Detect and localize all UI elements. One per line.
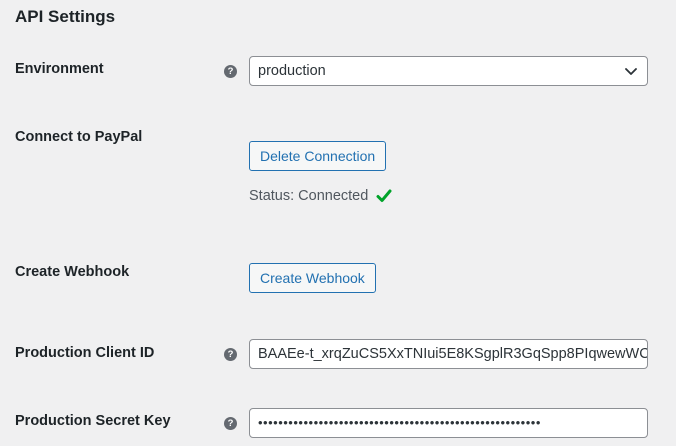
secret-key-label: Production Secret Key [15,413,171,429]
create-webhook-label: Create Webhook [15,264,130,280]
client-id-label: Production Client ID [15,345,155,361]
connect-paypal-label: Connect to PayPal [15,129,143,145]
check-icon [376,189,392,202]
client-id-help-icon[interactable]: ? [224,348,237,361]
secret-key-help-icon[interactable]: ? [224,417,237,430]
environment-select[interactable]: production [249,56,648,86]
client-id-input[interactable]: BAAEe-t_xrqZuCS5XxTNIui5E8KSgplR3GqSpp8P… [249,339,648,369]
connection-status: Status: Connected [249,188,392,204]
secret-key-value: ••••••••••••••••••••••••••••••••••••••••… [258,415,541,430]
environment-select-value: production [258,63,326,79]
environment-label: Environment [15,61,104,77]
create-webhook-button[interactable]: Create Webhook [249,263,376,293]
environment-help-icon[interactable]: ? [224,65,237,78]
connection-status-text: Status: Connected [249,188,369,204]
delete-connection-button[interactable]: Delete Connection [249,141,387,171]
secret-key-input[interactable]: ••••••••••••••••••••••••••••••••••••••••… [249,408,648,438]
section-title: API Settings [15,7,116,26]
chevron-down-icon [625,68,637,75]
